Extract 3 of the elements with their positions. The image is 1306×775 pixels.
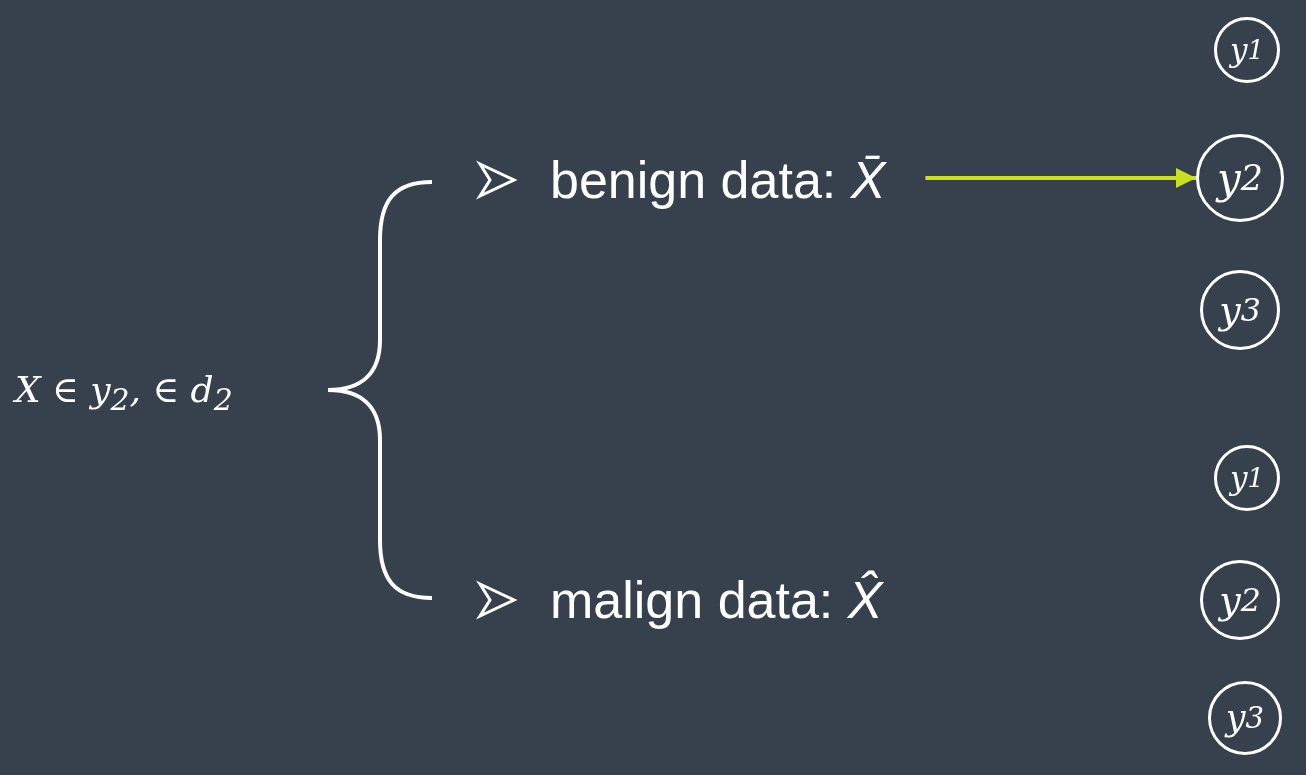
list-item-text: benign data: X̄	[550, 150, 886, 210]
list-item-text: malign data: X̂	[550, 570, 883, 630]
arrow	[925, 168, 1196, 188]
